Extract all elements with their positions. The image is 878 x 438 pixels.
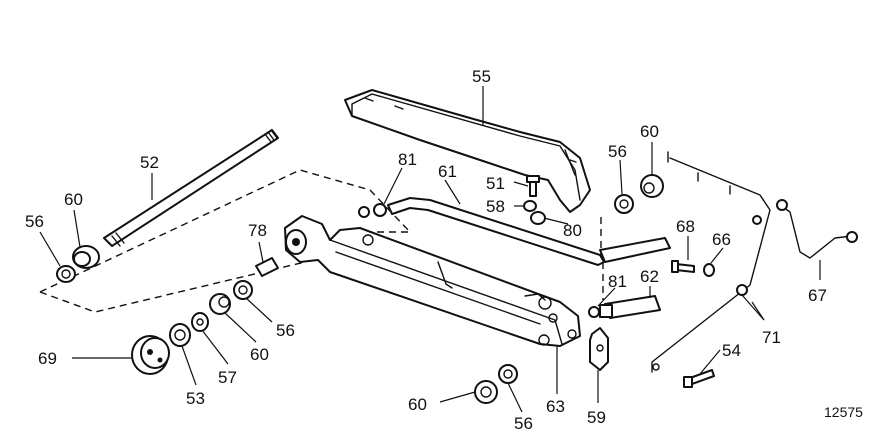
callout-56-upper-right: 56: [608, 142, 627, 161]
callout-51: 51: [486, 174, 505, 193]
screw-54: [683, 369, 715, 388]
nut-56-middle: [233, 280, 253, 300]
bushing-60-middle: [209, 293, 231, 315]
hydraulic-line-61: [373, 197, 671, 266]
bushing-60-upper-right: [640, 174, 664, 198]
callout-81-right: 81: [608, 272, 627, 291]
callout-56-left: 56: [25, 212, 44, 231]
callout-68: 68: [676, 217, 695, 236]
bolt-68: [671, 260, 695, 273]
callout-78: 78: [248, 221, 267, 240]
callout-69: 69: [38, 349, 57, 368]
plate-59: [589, 327, 609, 371]
callout-52: 52: [140, 153, 159, 172]
assembly-dashed-outline-right: [600, 217, 604, 300]
callout-53: 53: [186, 389, 205, 408]
callout-80: 80: [563, 221, 582, 240]
callout-56-middle: 56: [276, 321, 295, 340]
callout-59: 59: [587, 408, 606, 427]
callout-66: 66: [712, 230, 731, 249]
nut-56-left: [56, 265, 76, 283]
assembly-dashed-outline-left: [39, 169, 412, 313]
callout-81-top: 81: [398, 150, 417, 169]
callout-62: 62: [640, 267, 659, 286]
clip-78: [255, 257, 279, 277]
steering-shaft-part: [103, 129, 279, 247]
cylinder-body-63: [284, 215, 581, 347]
nut-80: [530, 211, 546, 225]
washer-58: [523, 200, 537, 212]
bushing-60-bottom: [474, 380, 498, 404]
callout-55: 55: [472, 67, 491, 86]
nut-66: [703, 263, 715, 277]
callout-60-left: 60: [64, 190, 83, 209]
seal-81-right: [588, 306, 600, 318]
callout-71: 71: [762, 328, 781, 347]
callout-67: 67: [808, 286, 827, 305]
nut-56-upper-right: [614, 194, 634, 214]
end-cap-69: [131, 335, 170, 375]
nut-56-bottom: [498, 364, 518, 384]
callout-63: 63: [546, 397, 565, 416]
fitting-62: [599, 295, 661, 319]
bracket-plate-71: [651, 151, 771, 373]
nut-53: [169, 323, 191, 347]
bolt-51: [526, 175, 540, 197]
callout-57: 57: [218, 368, 237, 387]
callout-54: 54: [722, 341, 741, 360]
callout-60-middle: 60: [250, 345, 269, 364]
seal-81-left: [358, 206, 370, 218]
leader-lines: [39, 86, 821, 413]
callout-60-bottom: 60: [408, 395, 427, 414]
callout-60-upper-right: 60: [640, 122, 659, 141]
washer-57: [191, 312, 209, 332]
cable-67: [776, 199, 858, 259]
callout-56-bottom: 56: [514, 414, 533, 433]
tiller-cover-part: [344, 89, 591, 213]
callout-58: 58: [486, 197, 505, 216]
bushing-60-left: [72, 245, 100, 269]
figure-number: 12575: [824, 404, 863, 420]
callout-61: 61: [438, 162, 457, 181]
